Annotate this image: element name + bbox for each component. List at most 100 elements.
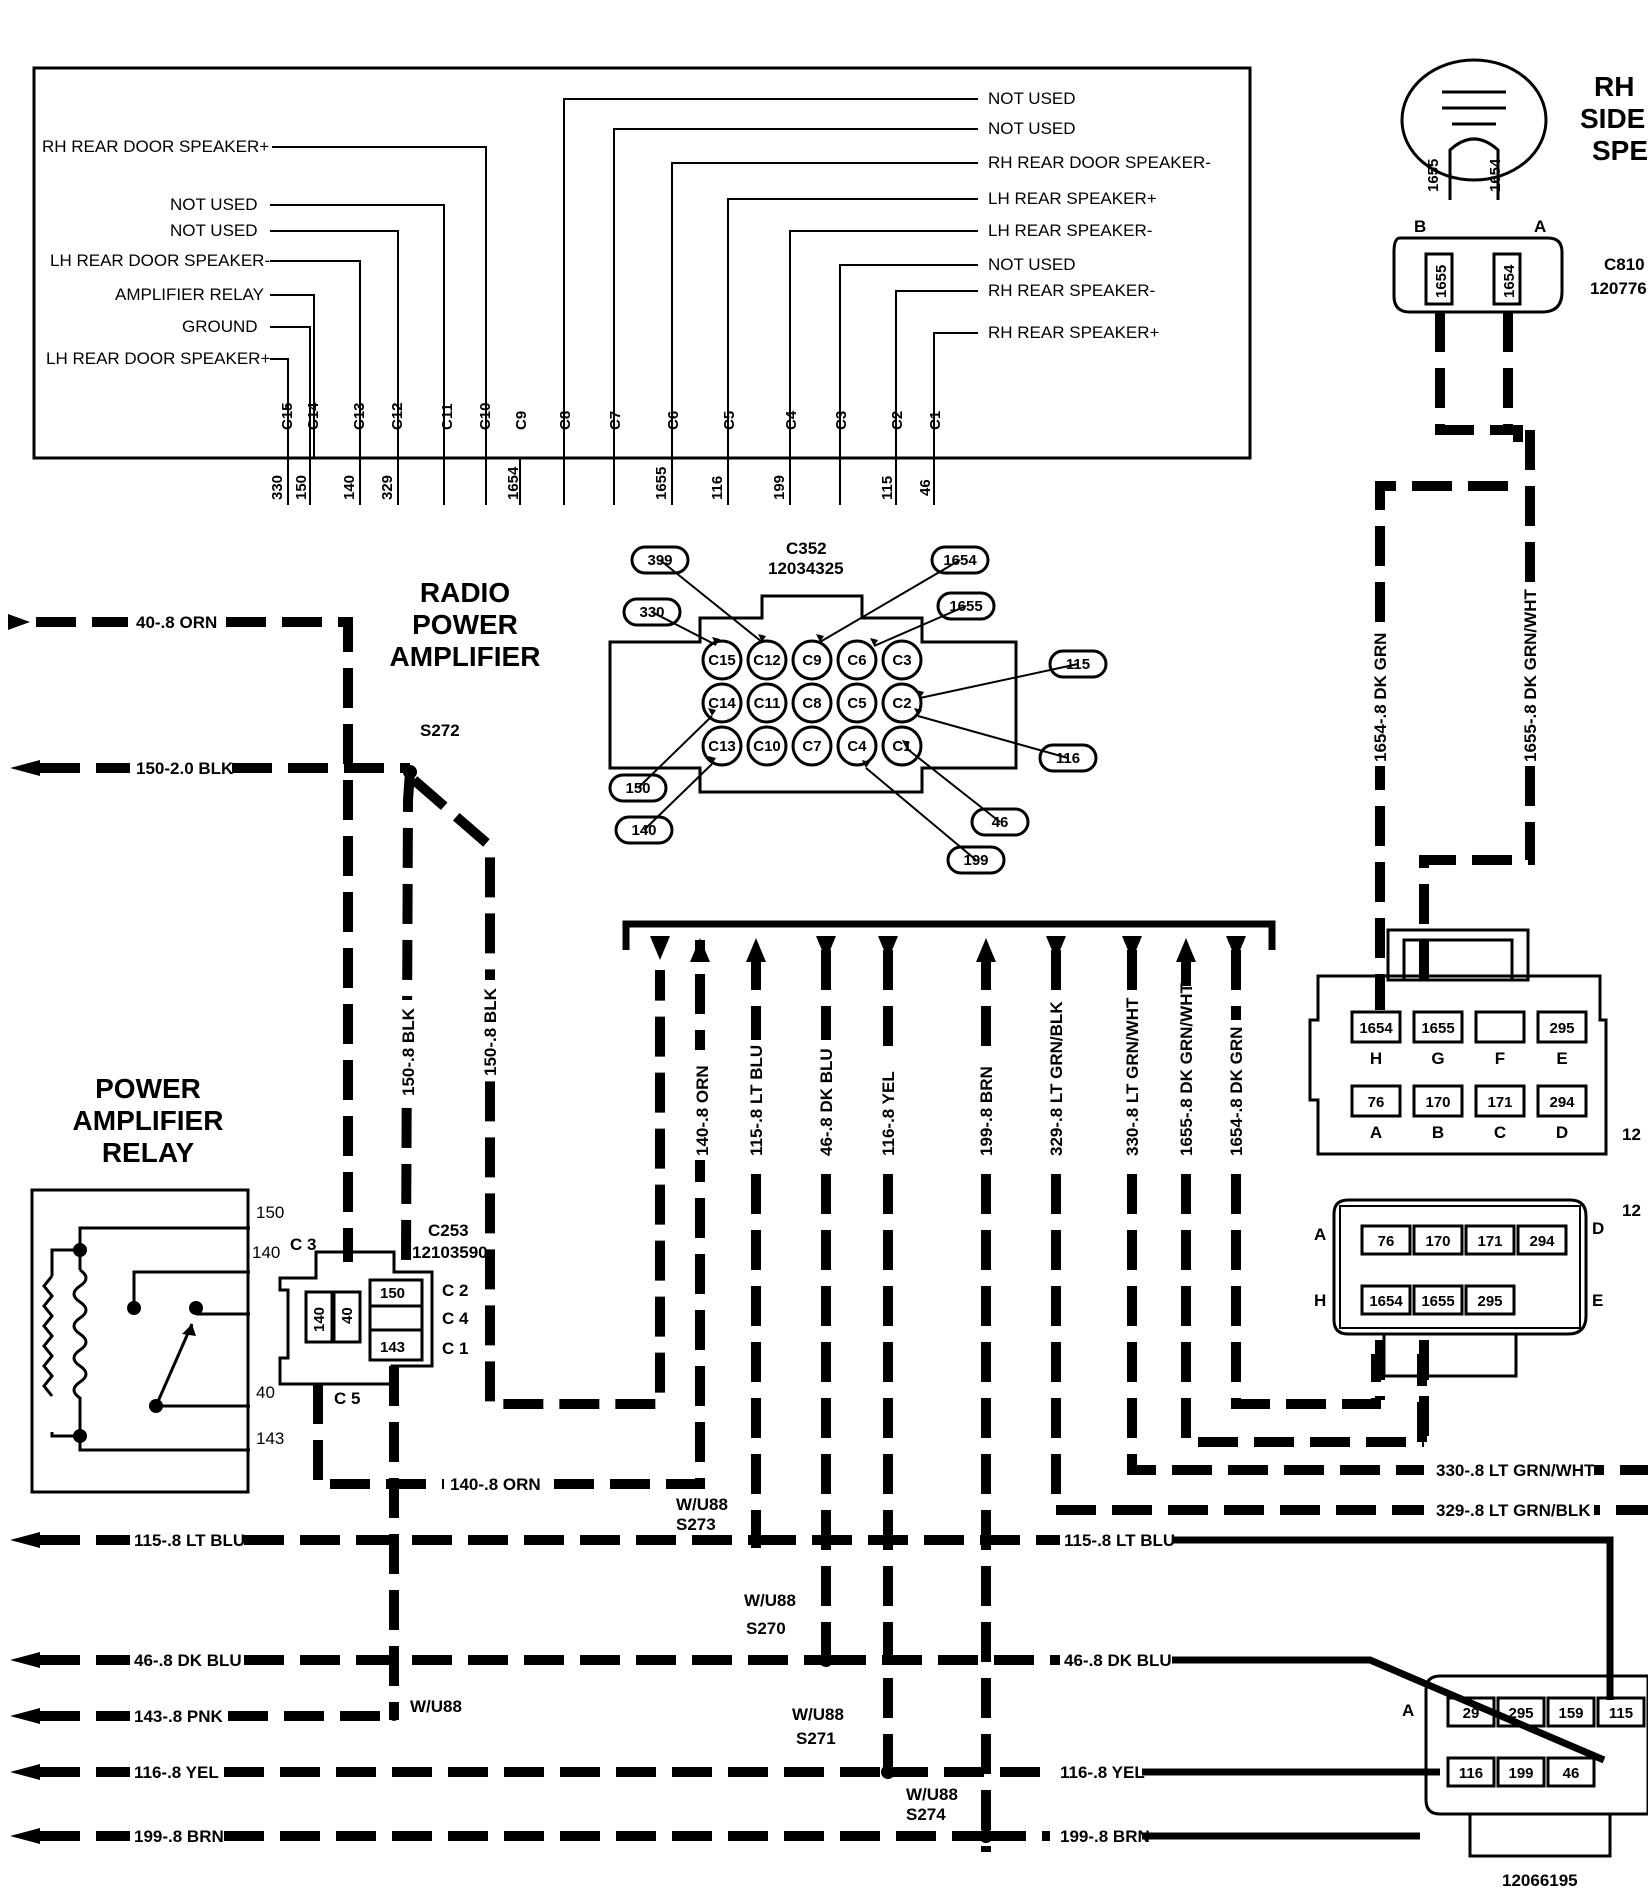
bus-arrow bbox=[650, 936, 670, 960]
right-label-4: LH REAR SPEAKER+ bbox=[988, 189, 1157, 208]
rc3-cell-label: 159 bbox=[1558, 1705, 1583, 1722]
rc2-cell-label: 1655 bbox=[1421, 1293, 1454, 1310]
svg-text:1654-.8 DK GRN: 1654-.8 DK GRN bbox=[1371, 633, 1390, 762]
c352-cavity-c9 bbox=[791, 639, 833, 681]
callout-badge bbox=[1038, 743, 1098, 773]
wire-116-yel: 116-.8 YEL bbox=[134, 1763, 219, 1782]
c352-cavity-label: C14 bbox=[708, 695, 736, 712]
c253-connector: C253 12103590 140 40 150 143 C 3 C 2 C 4… bbox=[278, 1221, 488, 1408]
rc2-cell bbox=[1464, 1284, 1516, 1316]
s273-option: W/U88 bbox=[676, 1495, 728, 1514]
c352-cavity-c8 bbox=[791, 682, 833, 724]
callout-label: 1655 bbox=[949, 598, 982, 615]
left-label-1: RH REAR DOOR SPEAKER+ bbox=[42, 137, 269, 156]
circuit-46: 46 bbox=[917, 479, 934, 496]
c253-pin-143: 143 bbox=[380, 1339, 405, 1356]
rc1-cell bbox=[1412, 1084, 1464, 1118]
cavity-c9: C9 bbox=[513, 411, 530, 430]
cavity-c15: C15 bbox=[279, 402, 296, 430]
right-label-1: NOT USED bbox=[988, 89, 1076, 108]
callout-arrow bbox=[758, 634, 766, 642]
rc1-cell-label: 170 bbox=[1425, 1094, 1450, 1111]
rc3-cell bbox=[1496, 1696, 1546, 1728]
wire-199-brn-r: 199-.8 BRN bbox=[1060, 1827, 1150, 1846]
rc3-cell-label: 295 bbox=[1508, 1705, 1533, 1722]
circuit-1655: 1655 bbox=[653, 467, 670, 500]
c253-cav-c4: C 4 bbox=[442, 1309, 469, 1328]
rc1-cavity-letter: C bbox=[1494, 1123, 1506, 1142]
rc2-cell-label: 170 bbox=[1425, 1233, 1450, 1250]
c352-cavity-c6 bbox=[836, 639, 878, 681]
c352-cavity-label: C2 bbox=[892, 695, 911, 712]
s271-option: W/U88 bbox=[792, 1705, 844, 1724]
callout-label: 46 bbox=[992, 814, 1009, 831]
callout-label: 150 bbox=[625, 780, 650, 797]
rc2-letter-a: A bbox=[1314, 1225, 1326, 1244]
rc2-cell-label: 295 bbox=[1477, 1293, 1502, 1310]
cavity-c14: C14 bbox=[305, 402, 322, 430]
c352-cavity-c4 bbox=[836, 725, 878, 767]
rc3-cell-label: 115 bbox=[1609, 1705, 1633, 1722]
rc3-cell bbox=[1546, 1696, 1596, 1728]
c352-cavity-c12 bbox=[746, 639, 788, 681]
rc1-cell-label: 171 bbox=[1487, 1094, 1512, 1111]
callout-arrow bbox=[816, 634, 824, 642]
wire-330-ltgrnwht: 330-.8 LT GRN/WHT bbox=[1436, 1461, 1595, 1480]
right-label-2: NOT USED bbox=[988, 119, 1076, 138]
svg-text:150-.8 BLK: 150-.8 BLK bbox=[481, 987, 500, 1076]
c253-pin-150: 150 bbox=[380, 1285, 405, 1302]
bus-arrow bbox=[816, 936, 836, 960]
c352-cavity-label: C3 bbox=[892, 652, 911, 669]
c253-pin-40: 40 bbox=[339, 1307, 356, 1324]
wire-40-orn: 40-.8 ORN bbox=[136, 613, 217, 632]
c352-cavity-label: C15 bbox=[708, 652, 736, 669]
c352-cavity-c10 bbox=[746, 725, 788, 767]
svg-text:AMPLIFIER: AMPLIFIER bbox=[390, 641, 541, 672]
rc1-cavity-letter: D bbox=[1556, 1123, 1568, 1142]
callout-arrow bbox=[862, 760, 870, 768]
c352-cavity-label: C8 bbox=[802, 695, 821, 712]
c810-pin-1654: 1654 bbox=[1501, 264, 1518, 298]
rc1-cavity-letter: A bbox=[1370, 1123, 1382, 1142]
svg-text:POWER: POWER bbox=[95, 1073, 201, 1104]
harness-bus bbox=[622, 920, 1276, 950]
c352-cavity-label: C6 bbox=[847, 652, 866, 669]
c352-cavity-c2 bbox=[881, 682, 923, 724]
c352-cavity-label: C1 bbox=[892, 738, 911, 755]
relay-term-140: 140 bbox=[252, 1243, 280, 1262]
callout-label: 115 bbox=[1066, 656, 1090, 673]
c253-part: 12103590 bbox=[412, 1243, 488, 1262]
c352-cavity-label: C13 bbox=[708, 738, 736, 755]
wires bbox=[8, 312, 1648, 1852]
left-label-4: LH REAR DOOR SPEAKER- bbox=[50, 251, 270, 270]
speaker-pin-1655: 1655 bbox=[1425, 159, 1442, 192]
rc2-cell-label: 171 bbox=[1477, 1233, 1502, 1250]
circuit-1654: 1654 bbox=[505, 466, 522, 500]
callout-leader bbox=[643, 763, 713, 831]
rc3-cell bbox=[1496, 1756, 1546, 1788]
svg-text:1654-.8 DK GRN: 1654-.8 DK GRN bbox=[1227, 1027, 1246, 1156]
cavity-c5: C5 bbox=[721, 411, 738, 430]
rc1-cell bbox=[1474, 1010, 1526, 1044]
rc2-cell bbox=[1464, 1224, 1516, 1256]
bus-arrow bbox=[1122, 936, 1142, 960]
callout-arrow bbox=[902, 740, 910, 748]
c352-cavity-c1 bbox=[881, 725, 923, 767]
power-amplifier-relay-title: POWER AMPLIFIER RELAY bbox=[73, 1073, 224, 1168]
callout-arrow bbox=[914, 708, 922, 716]
rc1-cavity-letter: B bbox=[1432, 1123, 1444, 1142]
rc1-cell bbox=[1412, 1010, 1464, 1044]
callout-label: 199 bbox=[963, 852, 988, 869]
rc1-cell bbox=[1474, 1084, 1526, 1118]
callout-leader bbox=[919, 663, 1079, 699]
rc2-cell bbox=[1412, 1284, 1464, 1316]
c253-id: C253 bbox=[428, 1221, 469, 1240]
wire-150-blk: 150-2.0 BLK bbox=[136, 759, 234, 778]
svg-text:RADIO: RADIO bbox=[420, 577, 510, 608]
wire-46-dkblu-r: 46-.8 DK BLU bbox=[1064, 1651, 1172, 1670]
cavity-c13: C13 bbox=[351, 402, 368, 430]
wire-143-pnk: 143-.8 PNK bbox=[134, 1707, 224, 1726]
speaker-title-1: RH bbox=[1594, 71, 1634, 102]
c352-cavity-label: C10 bbox=[753, 738, 781, 755]
